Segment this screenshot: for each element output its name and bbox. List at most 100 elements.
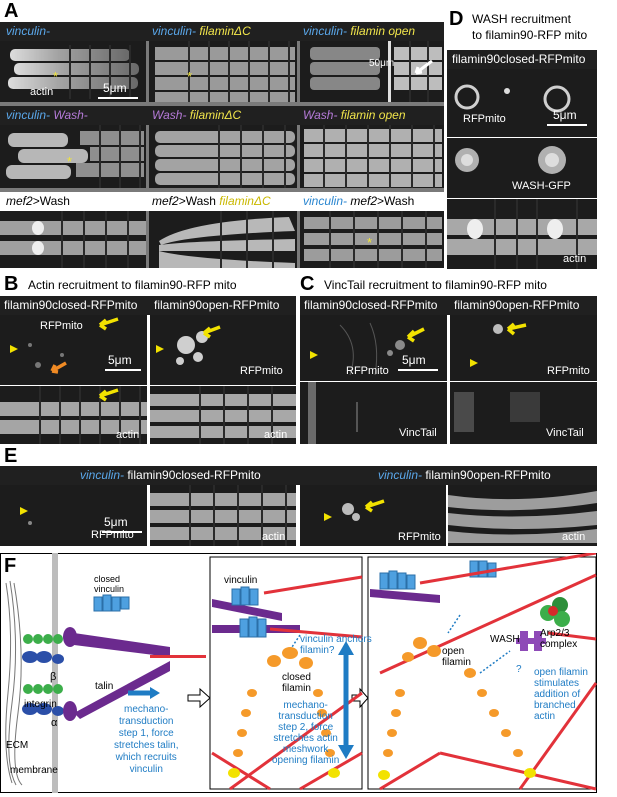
panel-d-title-2: to filamin90-RFP mito: [472, 28, 588, 42]
d-actin-image: [447, 199, 597, 269]
f-closed-vinculin-label: closed vinculin: [94, 574, 125, 594]
a-r1-c1-image: [0, 41, 146, 102]
arp23-complex: [540, 597, 570, 627]
b-rfp-closed-image: [0, 315, 147, 385]
panel-label-b: B: [4, 273, 19, 295]
right-talin: [370, 589, 440, 603]
c-rfp-closed-label: RFPmito: [346, 365, 389, 377]
a-r3-c2-header: mef2>Wash filaminΔC: [152, 194, 271, 208]
panel-c-header: [300, 296, 597, 315]
d-wash-image: [447, 138, 597, 198]
panel-label-d: D: [449, 8, 464, 30]
panel-a-row1-header: [0, 22, 444, 41]
a-scalebar-label: 5μm: [103, 81, 127, 95]
f-ecm-label: ECM: [6, 740, 29, 751]
a-r2-c2-header: Wash- filaminΔC: [152, 108, 242, 122]
a-r1-actin-label: actin: [30, 86, 54, 98]
a-r2-c3-image: [300, 125, 444, 188]
b-actin-closed-image: [0, 386, 147, 444]
a-r2-c3-header: Wash- filamin open: [303, 108, 406, 122]
b-col2-header: filamin90open-RFPmito: [154, 298, 280, 312]
a-r1-c2-header: vinculin- filaminΔC: [152, 24, 251, 38]
a-scalebar: [98, 97, 138, 99]
f-stimulates-text: open filamin stimulates addition of bran…: [534, 667, 588, 722]
e-col2-header: vinculin- filamin90open-RFPmito: [378, 468, 551, 482]
a-r3-c1-image: [0, 211, 146, 268]
c-vinctail-closed-image: [300, 382, 447, 444]
c-rfp-closed-image: [300, 315, 447, 381]
integrin-cyto-tails: [63, 627, 77, 721]
a-scalebar2-label: 50μm: [369, 58, 395, 69]
b-actin-open-image: [150, 386, 296, 444]
transition-arrow-1: [187, 687, 211, 709]
closed-filamin: [228, 647, 340, 778]
talin: [74, 633, 170, 719]
c-vinctail-open-image: [450, 382, 597, 444]
e-rfp-open-image: [300, 485, 446, 546]
e-actin-open-label: actin: [562, 531, 586, 543]
f-membrane-label: membrane: [10, 765, 58, 776]
b-rfp-closed-label: RFPmito: [40, 320, 83, 332]
dotted-arrows: [291, 614, 511, 674]
e-scalebar: [102, 531, 142, 533]
f-alpha-label: α: [51, 717, 58, 729]
a-r3-c1-header: mef2>Wash: [6, 194, 70, 208]
a-r3-c2-image: [149, 211, 297, 268]
b-scalebar: [105, 369, 141, 371]
actin-filament-1: [150, 655, 206, 658]
b-actin-open-label: actin: [264, 429, 288, 441]
panel-f-diagram: [5, 553, 597, 793]
d-scalebar: [547, 124, 587, 126]
panel-d-header: [447, 50, 597, 69]
b-col1-header: filamin90closed-RFPmito: [4, 298, 138, 312]
panel-e-header: [0, 466, 597, 485]
a-r2-c1-header: vinculin- Wash-: [6, 108, 88, 122]
a-r1-c3-image: [300, 41, 444, 102]
f-open-filamin-label: open filamin: [442, 646, 471, 668]
d-wash-label: WASH-GFP: [512, 180, 571, 192]
a-r1-c2-image: [149, 41, 297, 102]
d-actin-label: actin: [563, 253, 587, 265]
b-rfp-open-label: RFPmito: [240, 365, 283, 377]
b-scalebar-label: 5μm: [108, 353, 132, 367]
panel-a-row2-header: [0, 106, 444, 125]
panel-label-f: F: [4, 555, 17, 577]
a-r2-c1-star: *: [67, 154, 73, 169]
panel-label-a: A: [4, 0, 19, 22]
b-rfp-open-image: [150, 315, 296, 385]
c-vinctail-closed-label: VincTail: [399, 427, 437, 439]
closed-vinculin-icon: [93, 594, 130, 612]
e-col1-header: vinculin- filamin90closed-RFPmito: [80, 468, 261, 482]
panel-d-title-1: WASH recruitment: [472, 12, 571, 26]
open-filamin: [378, 637, 536, 780]
a-r1-c1-star: *: [53, 69, 59, 84]
c-vinctail-open-label: VincTail: [546, 427, 584, 439]
c-col1-header: filamin90closed-RFPmito: [304, 298, 438, 312]
a-r3-c3-header: vinculin- mef2>Wash: [303, 194, 415, 208]
a-r3-c3-image: [300, 211, 444, 268]
panel-label-c: C: [300, 273, 315, 295]
e-rfp-open-label: RFPmito: [398, 531, 441, 543]
panel-c-title: VincTail recruitment to filamin90-RFP mi…: [324, 278, 547, 292]
e-actin-closed-image: [150, 485, 296, 546]
integrin-alpha-chain: [22, 651, 64, 716]
c-col2-header: filamin90open-RFPmito: [454, 298, 580, 312]
c-scalebar-label: 5μm: [402, 353, 426, 367]
middle-vinculin: [231, 586, 267, 638]
ecm-strands: [5, 580, 23, 786]
d-header: filamin90closed-RFPmito: [452, 52, 586, 66]
panel-b-header: [0, 296, 296, 315]
c-rfp-open-image: [450, 315, 597, 381]
a-r3-c3-star: *: [367, 235, 373, 250]
d-rfp-label: RFPmito: [463, 113, 506, 125]
c-rfp-open-label: RFPmito: [547, 365, 590, 377]
a-r1-c2-star: *: [187, 69, 193, 84]
f-talin-label: talin: [95, 681, 114, 692]
d-rfp-image: [447, 69, 597, 137]
f-wash-label: WASH: [490, 634, 520, 645]
c-scalebar: [398, 369, 438, 371]
a-r1-c3-header: vinculin- filamin open: [303, 24, 416, 38]
f-closed-filamin-label: closed filamin: [282, 672, 311, 694]
f-integrin-label: integrin: [24, 699, 57, 710]
e-actin-open-image: [448, 485, 597, 546]
